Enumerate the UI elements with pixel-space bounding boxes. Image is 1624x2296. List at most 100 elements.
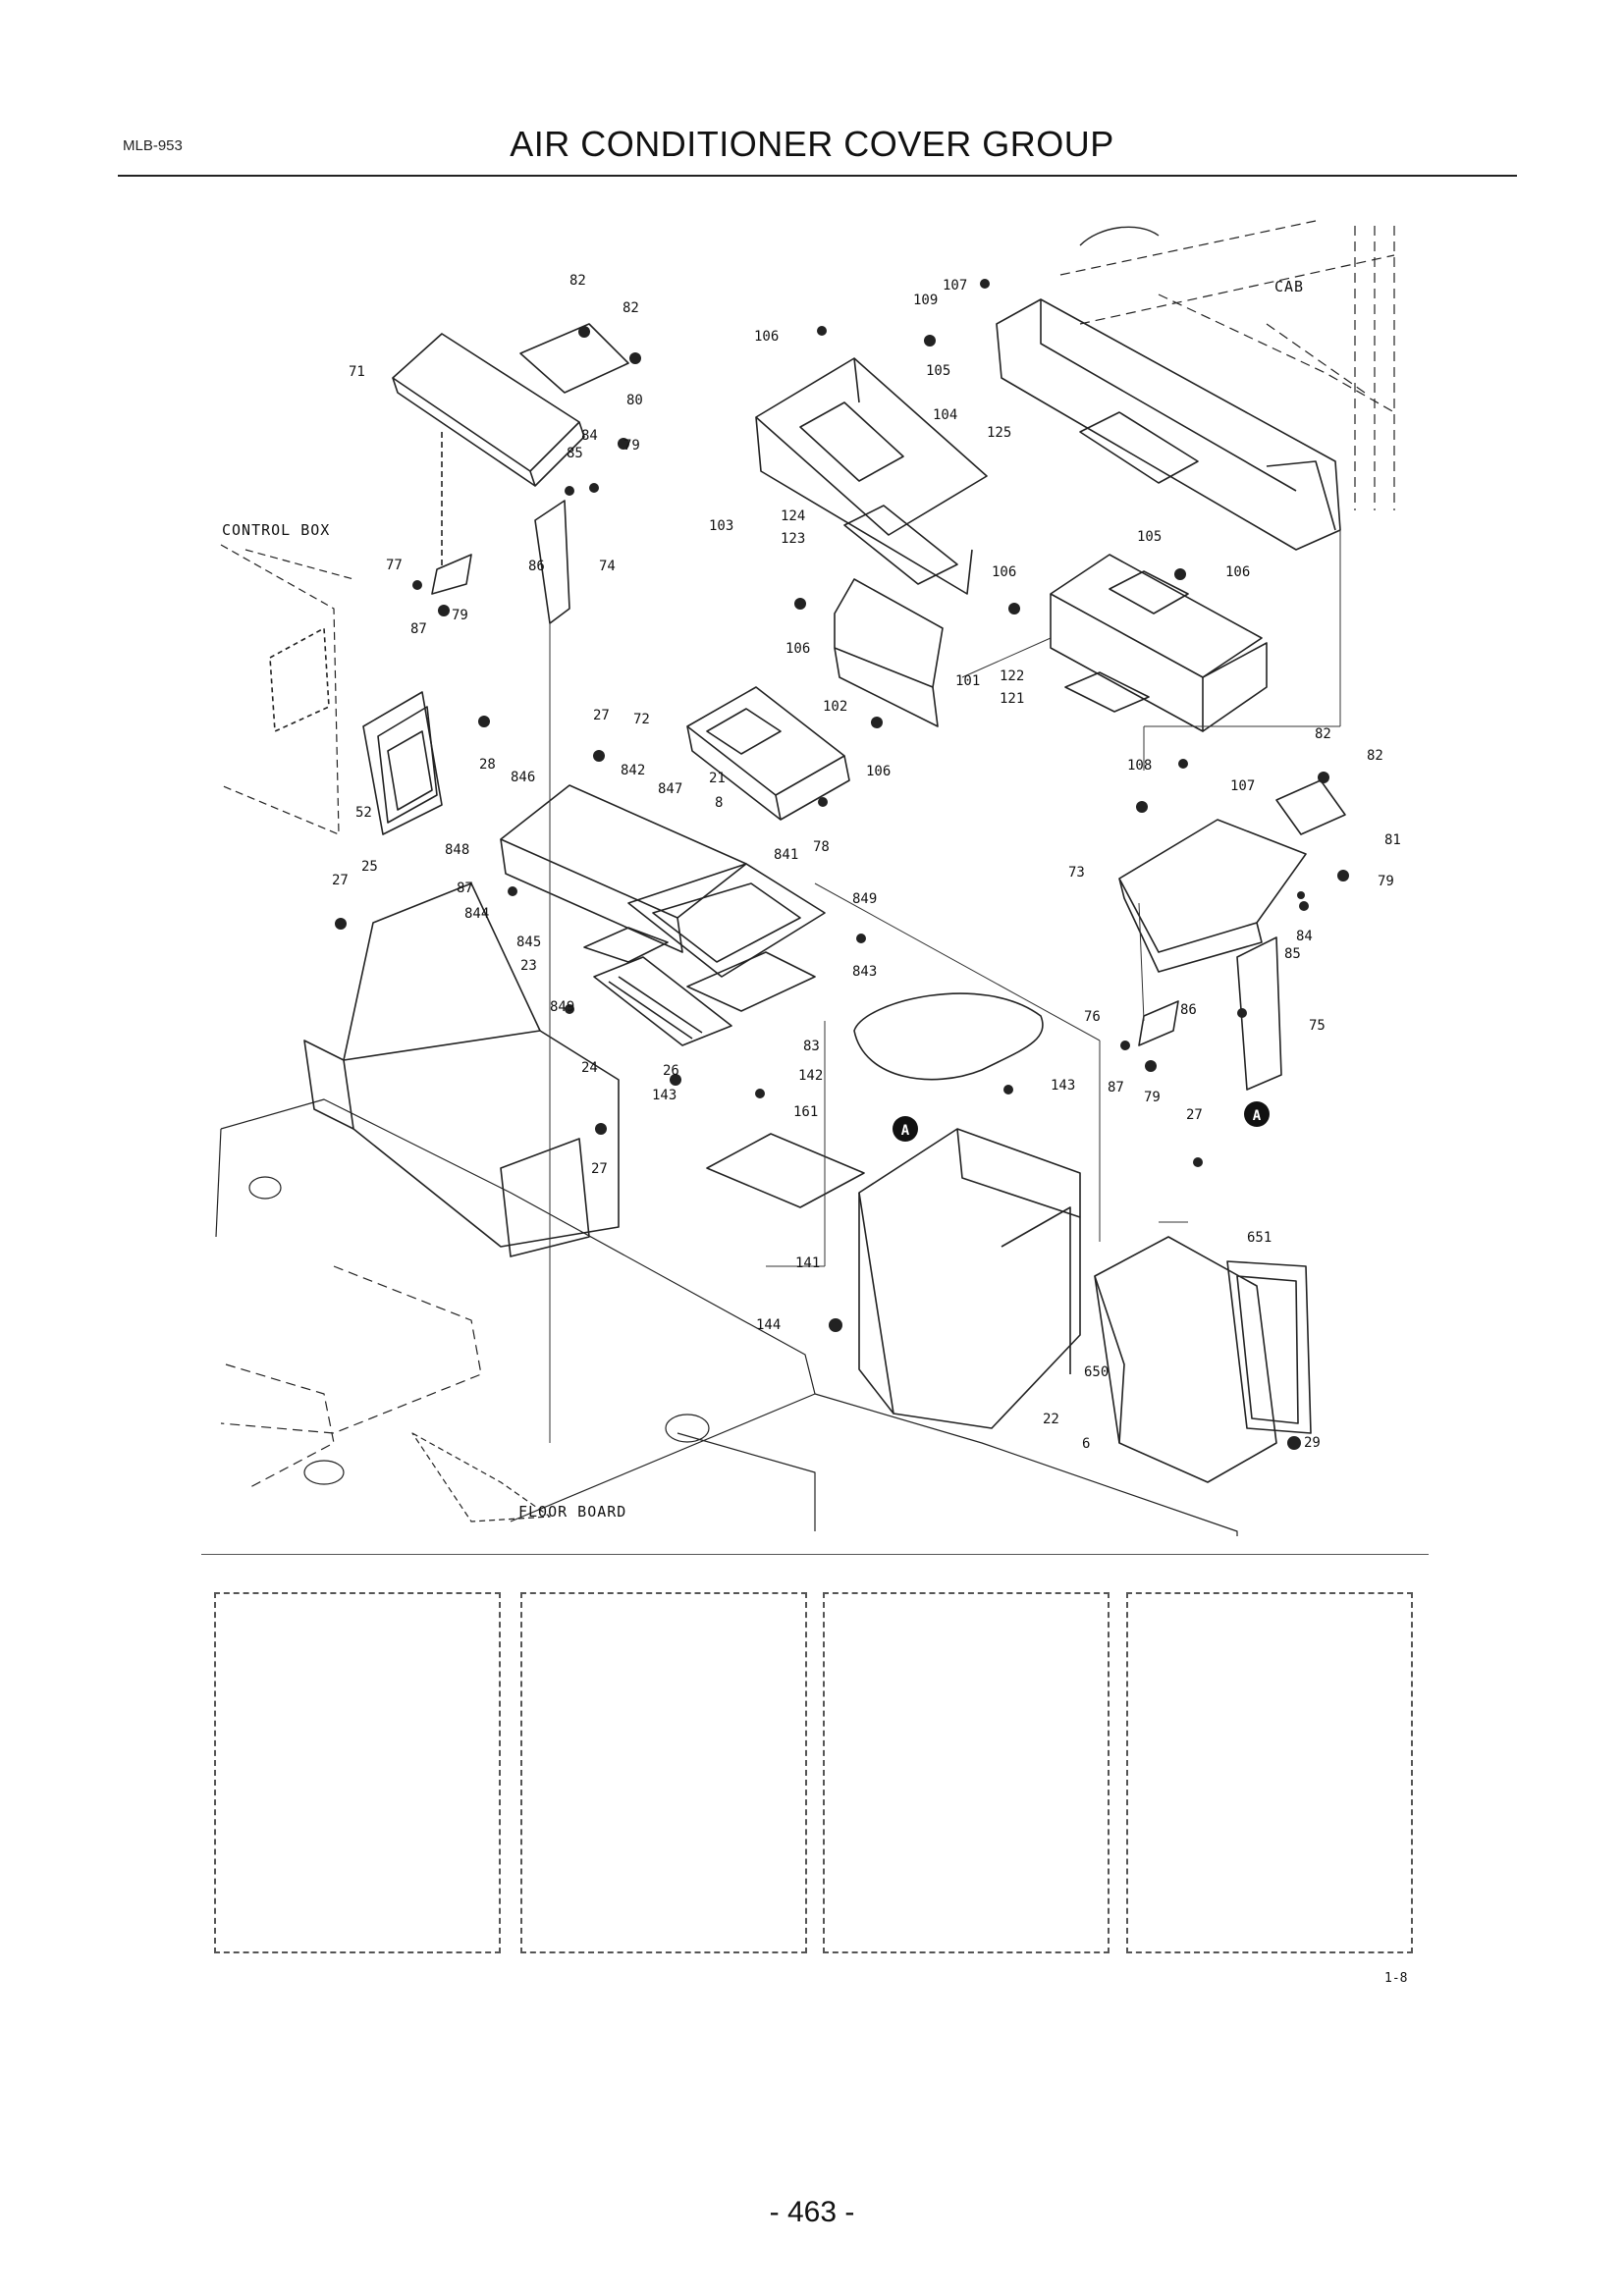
part-number-label: 125 xyxy=(987,425,1011,441)
part-number-label: 85 xyxy=(1284,946,1301,962)
page-number: - 463 - xyxy=(769,2196,855,2228)
note-box-2 xyxy=(520,1592,807,1953)
part-number-label: 143 xyxy=(1051,1078,1075,1094)
part-number-label: 87 xyxy=(457,881,473,896)
figure-code: 1-8 xyxy=(1384,1971,1408,1986)
part-number-label: 83 xyxy=(803,1039,820,1054)
part-number-label: 841 xyxy=(774,847,798,863)
svg-text:A: A xyxy=(1253,1108,1262,1124)
part-75-bracket xyxy=(1236,936,1282,1091)
part-number-label: 103 xyxy=(709,518,733,534)
part-number-label: 144 xyxy=(756,1317,781,1333)
part-104-upper-duct xyxy=(996,298,1341,551)
part-number-label: 161 xyxy=(793,1104,818,1120)
part-number-label: 75 xyxy=(1309,1018,1326,1034)
part-number-label: 71 xyxy=(349,364,365,380)
part-number-label: 86 xyxy=(1180,1002,1197,1018)
diagram-separator xyxy=(201,1554,1429,1555)
part-number-label: 82 xyxy=(569,273,586,289)
part-number-label: 106 xyxy=(785,641,810,657)
part-81-bracket xyxy=(1275,779,1346,835)
part-number-label: 79 xyxy=(623,438,640,454)
part-71-plate xyxy=(392,333,585,487)
part-number-label: 27 xyxy=(1186,1107,1203,1123)
part-23-front-cover xyxy=(303,882,620,1257)
part-number-label: 82 xyxy=(1315,726,1331,742)
part-number-label: 101 xyxy=(955,673,980,689)
floor-board xyxy=(215,1098,1238,1536)
part-24-grille xyxy=(593,956,732,1046)
part-number-label: 105 xyxy=(1137,529,1162,545)
part-number-label: 842 xyxy=(621,763,645,778)
part-73-right-cover xyxy=(1118,819,1307,973)
control-box xyxy=(220,544,354,835)
part-number-label: 843 xyxy=(852,964,877,980)
part-number-label: 29 xyxy=(1304,1435,1321,1451)
part-number-label: 82 xyxy=(1367,748,1383,764)
part-number-label: 22 xyxy=(1043,1412,1059,1427)
part-number-label: 846 xyxy=(511,770,535,785)
part-142-access-panel xyxy=(706,1133,865,1208)
title-rule xyxy=(118,175,1517,177)
callout-marker-left: A xyxy=(893,1116,918,1142)
part-number-label: 123 xyxy=(781,531,805,547)
part-80-bracket xyxy=(519,323,629,394)
part-number-label: 74 xyxy=(599,559,616,574)
part-number-label: 84 xyxy=(581,428,598,444)
part-number-label: 87 xyxy=(1108,1080,1124,1095)
leader-lines xyxy=(549,530,1341,1443)
part-72-vent-box xyxy=(686,686,850,821)
part-number-label: 107 xyxy=(1230,778,1255,794)
note-box-3 xyxy=(823,1592,1110,1953)
part-number-label: 109 xyxy=(913,293,938,308)
part-number-label: 27 xyxy=(332,873,349,888)
part-number-label: 141 xyxy=(795,1255,820,1271)
control-box-panel xyxy=(269,627,330,732)
part-101-cover xyxy=(1050,554,1268,732)
part-number-label: 81 xyxy=(1384,832,1401,848)
part-number-label: 106 xyxy=(992,564,1016,580)
part-number-label: 845 xyxy=(516,934,541,950)
part-number-label: 6 xyxy=(1082,1436,1090,1452)
part-number-label: 79 xyxy=(452,608,468,623)
part-number-label: 106 xyxy=(866,764,891,779)
area-label-control-box: CONTROL BOX xyxy=(222,521,330,539)
part-number-label: 27 xyxy=(591,1161,608,1177)
part-number-label: 85 xyxy=(567,446,583,461)
note-box-4 xyxy=(1126,1592,1413,1953)
document-code: MLB-953 xyxy=(123,137,183,154)
part-number-label: 847 xyxy=(658,781,682,797)
svg-text:A: A xyxy=(901,1123,910,1139)
part-number-label: 79 xyxy=(1144,1090,1161,1105)
part-number-label: 28 xyxy=(479,757,496,773)
part-number-label: 72 xyxy=(633,712,650,727)
part-number-label: 73 xyxy=(1068,865,1085,881)
page-title: AIR CONDITIONER COVER GROUP xyxy=(510,124,1114,164)
part-number-label: 27 xyxy=(593,708,610,723)
part-number-label: 121 xyxy=(1000,691,1024,707)
part-number-label: 80 xyxy=(626,393,643,408)
part-number-label: 8 xyxy=(715,795,723,811)
part-number-label: 142 xyxy=(798,1068,823,1084)
part-number-label: 76 xyxy=(1084,1009,1101,1025)
part-52-filter xyxy=(362,691,443,835)
part-22-rear-duct xyxy=(1094,1236,1312,1483)
part-number-label: 105 xyxy=(926,363,950,379)
part-number-label: 21 xyxy=(709,771,726,786)
part-8-tray xyxy=(500,784,826,1012)
part-103-upper-cover xyxy=(755,357,988,595)
part-number-label: 106 xyxy=(754,329,779,345)
part-122-seal xyxy=(1064,671,1150,713)
cab-outline xyxy=(1059,220,1395,510)
part-102-middle-cover xyxy=(834,578,944,727)
part-number-label: 848 xyxy=(445,842,469,858)
part-number-label: 651 xyxy=(1247,1230,1272,1246)
part-number-label: 102 xyxy=(823,699,847,715)
callout-marker-right: A xyxy=(1244,1101,1270,1127)
part-number-label: 849 xyxy=(852,891,877,907)
part-number-label: 108 xyxy=(1127,758,1152,774)
part-number-label: 107 xyxy=(943,278,967,294)
part-83-hose xyxy=(853,992,1044,1081)
part-number-label: 79 xyxy=(1378,874,1394,889)
part-number-label: 23 xyxy=(520,958,537,974)
